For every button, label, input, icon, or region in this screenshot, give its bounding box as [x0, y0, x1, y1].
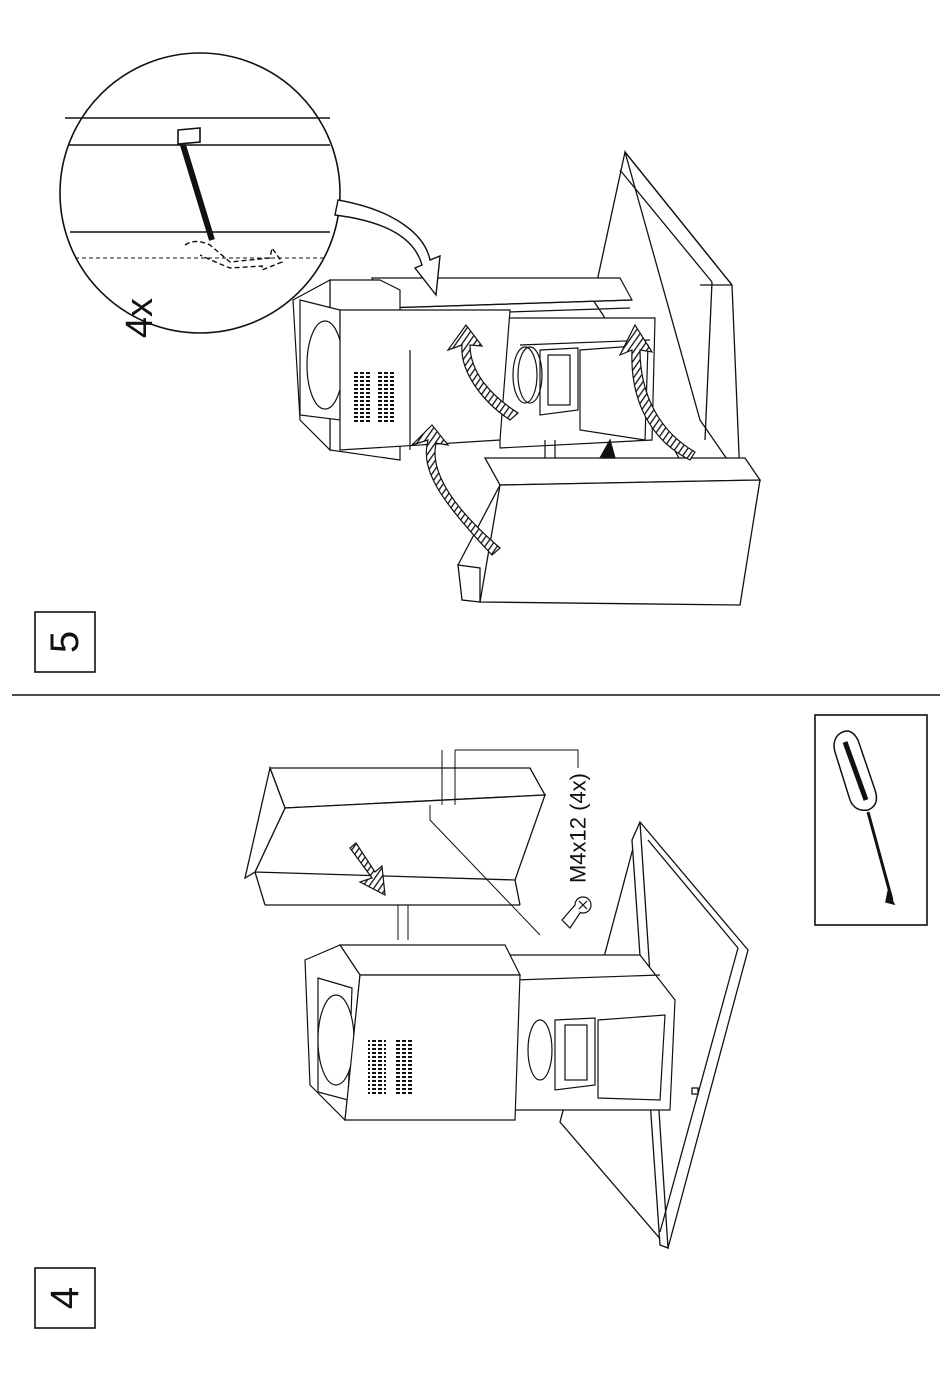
detail-count-label: 4x: [119, 298, 161, 338]
step-4-cover-panel: [245, 768, 545, 905]
tool-box: [815, 715, 927, 925]
step-5-number: 5: [43, 631, 87, 653]
screw-icon: [562, 897, 591, 928]
step-5-cover-panel: [458, 458, 760, 605]
screw-spec-label: M4x12 (4x): [566, 773, 591, 883]
screwdriver-icon: [834, 731, 894, 904]
step-4-number: 4: [43, 1287, 87, 1309]
step-4-hood-assembly: [305, 945, 675, 1120]
step-5-badge: 5: [35, 612, 95, 672]
step-4-badge: 4: [35, 1268, 95, 1328]
